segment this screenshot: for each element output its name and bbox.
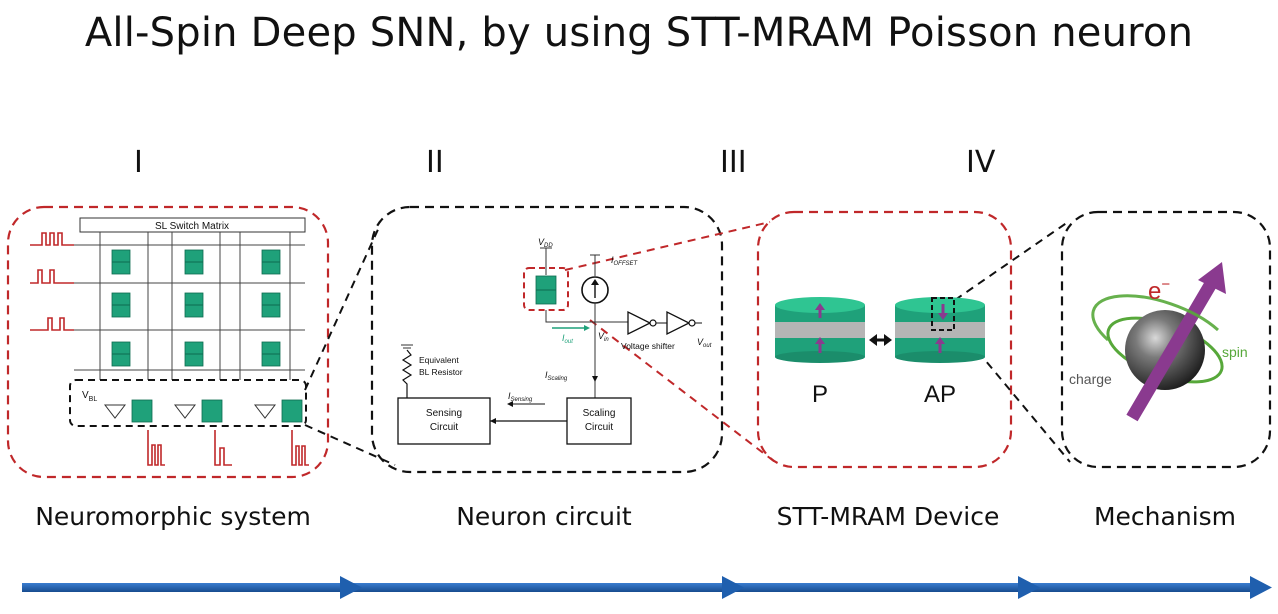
- zoom-line-1b: [304, 424, 396, 466]
- caption-mechanism: Mechanism: [1093, 502, 1237, 531]
- iscaling-label: I: [545, 370, 548, 380]
- sensing-circuit-line2: Circuit: [430, 422, 459, 433]
- vout-sub: out: [703, 343, 712, 349]
- iscaling-sub: Scaling: [548, 376, 568, 382]
- iout-sub: out: [565, 339, 574, 345]
- sensing-circuit-line1: Sensing: [426, 408, 462, 419]
- spin-mechanism-illustration: e− spin charge: [1069, 262, 1248, 422]
- spin-label: spin: [1222, 344, 1248, 360]
- scaling-circuit-line1: Scaling: [583, 408, 616, 419]
- panel-1-crossbar: SL Switch Matrix: [30, 217, 309, 466]
- v-bl-label: V: [82, 390, 89, 401]
- panel-2-neuron-circuit: VDD IOFFSET Iout Vin Voltage shifter Vou…: [397, 237, 712, 445]
- ioffset-label: I: [611, 255, 614, 265]
- svg-text:IScaling: IScaling: [545, 370, 568, 382]
- progress-arrow: [22, 576, 1272, 599]
- caption-stt-mram-device: STT-MRAM Device: [776, 502, 1000, 531]
- panel-1-frame: [6, 205, 330, 479]
- sensing-circuit-box: [397, 397, 491, 445]
- svg-text:Vin: Vin: [598, 331, 609, 343]
- caption-neuron-circuit: Neuron circuit: [456, 502, 632, 531]
- isensing-sub: Sensing: [511, 397, 533, 403]
- switch-matrix-label: SL Switch Matrix: [155, 221, 229, 232]
- panel-3-frame: [756, 210, 1013, 469]
- stage-numeral-3: III: [720, 145, 747, 180]
- svg-text:IOFFSET: IOFFSET: [611, 255, 639, 267]
- state-p-label: P: [812, 381, 828, 408]
- zoom-line-2b: [589, 319, 776, 463]
- svg-text:e−: e−: [1148, 276, 1170, 305]
- zoom-line-2a: [564, 221, 771, 271]
- switching-arrow-icon: [869, 334, 892, 346]
- svg-text:Iout: Iout: [562, 333, 573, 345]
- scaling-circuit-box: [566, 397, 632, 445]
- scaling-circuit-line2: Circuit: [585, 422, 614, 433]
- mtj-device-ap: [895, 297, 985, 363]
- vin-sub: in: [604, 337, 609, 343]
- electron-label: e: [1148, 278, 1161, 305]
- stage-numeral-4: IV: [966, 145, 996, 180]
- arrow-head-4: [1250, 576, 1272, 599]
- stage-numeral-1: I: [134, 145, 143, 180]
- iout-label: I: [562, 333, 565, 343]
- ioffset-sub: OFFSET: [614, 261, 639, 267]
- caption-neuromorphic-system: Neuromorphic system: [35, 502, 311, 531]
- zoom-line-1a: [304, 224, 381, 391]
- svg-text:VBL: VBL: [82, 390, 97, 403]
- arrow-head-3: [1018, 576, 1040, 599]
- svg-text:ISensing: ISensing: [508, 391, 533, 403]
- mtj-device-p: [775, 297, 865, 363]
- vdd-label: V: [538, 237, 545, 247]
- equiv-resistor-line2: BL Resistor: [419, 367, 463, 377]
- zoom-line-3a: [954, 221, 1069, 301]
- v-bl-sub: BL: [89, 396, 98, 403]
- svg-text:Vout: Vout: [697, 337, 712, 349]
- voltage-shifter-label: Voltage shifter: [621, 341, 675, 351]
- electron-sup: −: [1161, 276, 1170, 293]
- arrow-head-1: [340, 576, 362, 599]
- panel-2-frame: [370, 205, 724, 474]
- slide-title: All-Spin Deep SNN, by using STT-MRAM Poi…: [84, 10, 1194, 56]
- charge-label: charge: [1069, 371, 1112, 387]
- svg-text:VDD: VDD: [538, 237, 553, 249]
- vout-label: V: [697, 337, 704, 347]
- state-ap-label: AP: [924, 381, 956, 408]
- arrow-head-2: [722, 576, 744, 599]
- vdd-sub: DD: [544, 243, 553, 249]
- isensing-label: I: [508, 391, 511, 401]
- vin-label: V: [598, 331, 605, 341]
- panel-4-frame: [1060, 210, 1272, 469]
- equiv-resistor-line1: Equivalent: [419, 355, 459, 365]
- stage-numeral-2: II: [426, 145, 444, 180]
